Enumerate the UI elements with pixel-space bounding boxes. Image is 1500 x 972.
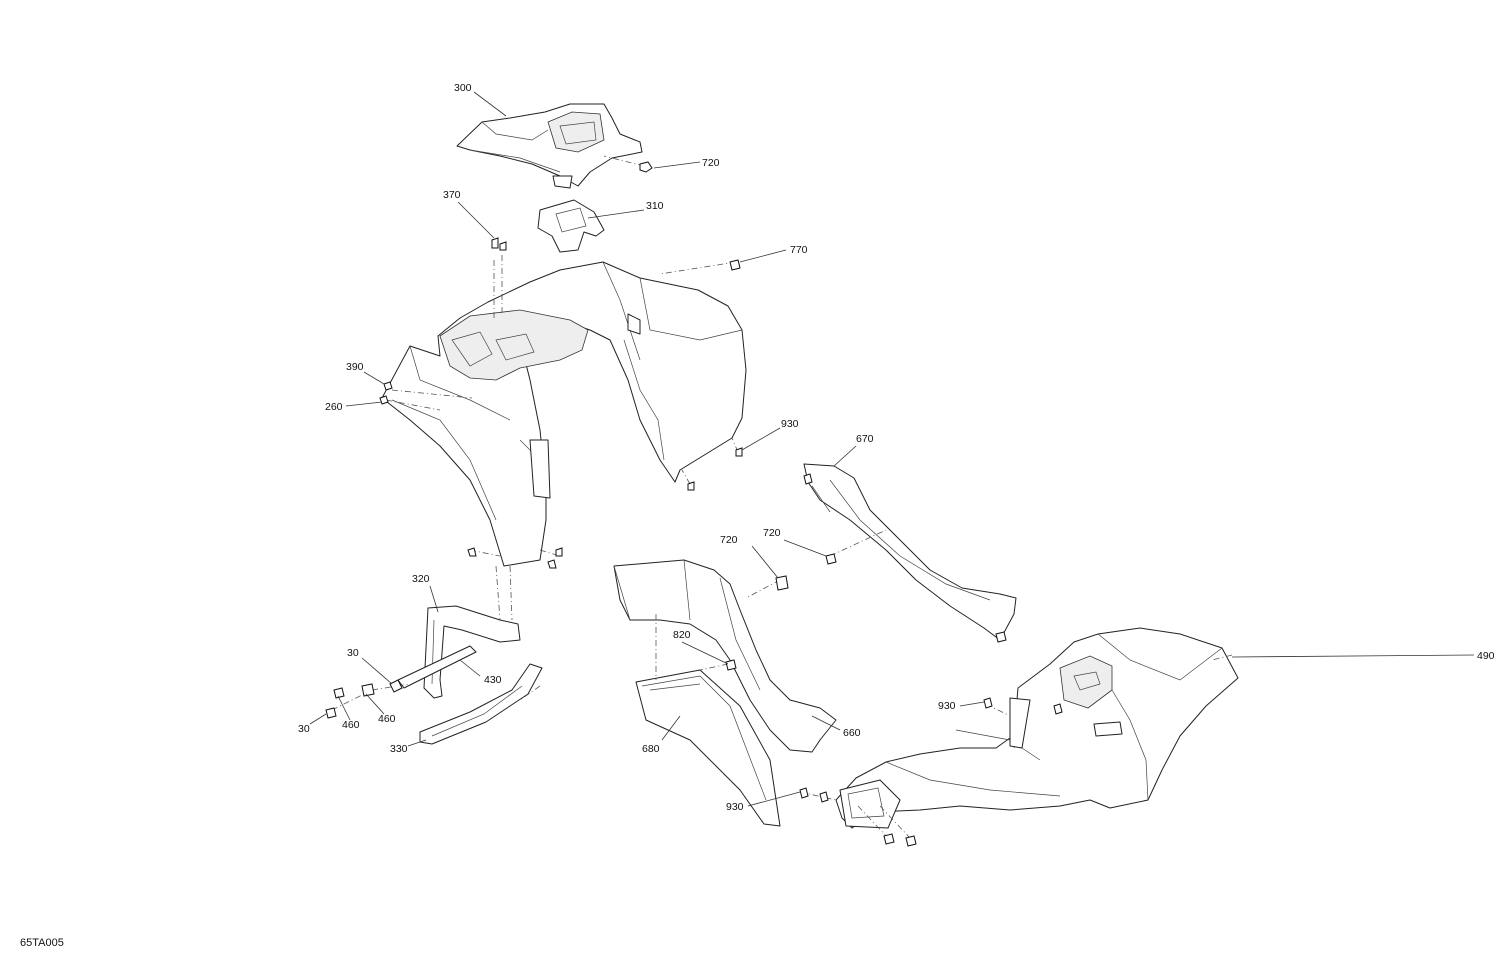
callout-430: 430 bbox=[484, 674, 502, 686]
callout-720-upper: 720 bbox=[702, 157, 720, 169]
callout-460-right: 460 bbox=[378, 713, 396, 725]
callout-460-left: 460 bbox=[342, 719, 360, 731]
part-330-lower-strap bbox=[419, 663, 543, 745]
callout-930-upper: 930 bbox=[781, 418, 799, 430]
callout-670: 670 bbox=[856, 433, 874, 445]
callout-720-left: 720 bbox=[720, 534, 738, 546]
callout-660: 660 bbox=[843, 727, 861, 739]
callout-930-middle: 930 bbox=[938, 700, 956, 712]
callout-320: 320 bbox=[412, 573, 430, 585]
part-260-front-fascia bbox=[381, 261, 747, 567]
callout-370: 370 bbox=[443, 189, 461, 201]
hardware bbox=[325, 161, 1063, 847]
callout-310: 310 bbox=[646, 200, 664, 212]
figure-reference: 65TA005 bbox=[20, 937, 64, 949]
callout-930-lower: 930 bbox=[726, 801, 744, 813]
leader-lines bbox=[309, 91, 1475, 807]
part-310-bracket bbox=[537, 199, 605, 253]
callout-770: 770 bbox=[790, 244, 808, 256]
part-670-side-rail bbox=[803, 463, 1017, 641]
callout-30-lower: 30 bbox=[298, 723, 310, 735]
part-490-lower-body bbox=[835, 627, 1239, 829]
callout-720-right: 720 bbox=[763, 527, 781, 539]
callout-300: 300 bbox=[454, 82, 472, 94]
callout-820: 820 bbox=[673, 629, 691, 641]
callouts: 300 720 370 310 770 390 260 930 670 720 … bbox=[298, 82, 1495, 813]
callout-680: 680 bbox=[642, 743, 660, 755]
part-300-gauge-housing bbox=[456, 103, 643, 189]
callout-390: 390 bbox=[346, 361, 364, 373]
part-680-side-panel bbox=[613, 559, 837, 827]
callout-490: 490 bbox=[1477, 650, 1495, 662]
callout-260: 260 bbox=[325, 401, 343, 413]
callout-30-upper: 30 bbox=[347, 647, 359, 659]
callout-330: 330 bbox=[390, 743, 408, 755]
